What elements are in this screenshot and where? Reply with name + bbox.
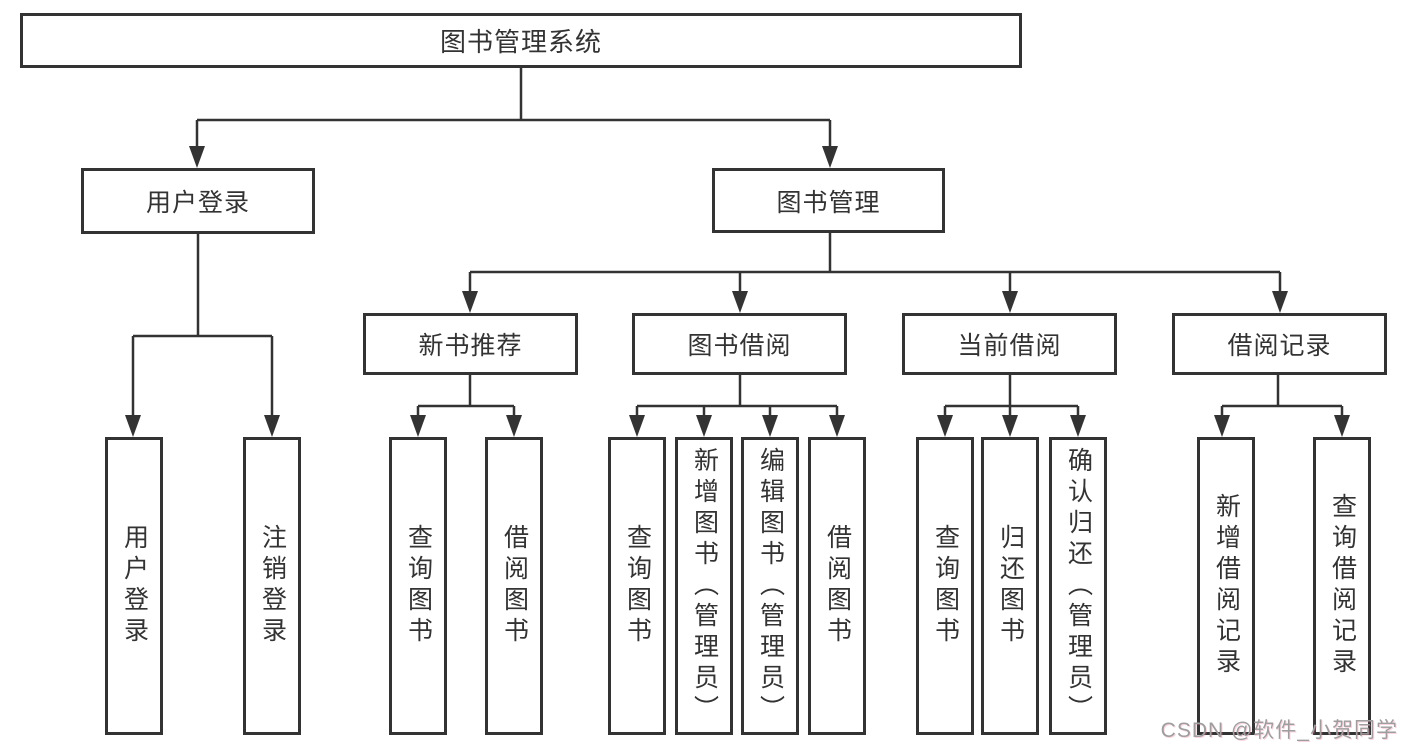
node-book-borrowing: 图书借阅	[632, 313, 847, 375]
leaf-logout: 注销登录	[243, 437, 301, 735]
node-label: 新书推荐	[418, 332, 523, 360]
leaf-user-login: 用户登录	[105, 437, 163, 735]
node-user-login: 用户登录	[81, 168, 315, 234]
node-book-management: 图书管理	[712, 168, 945, 233]
leaf-query-books-recommend: 查询图书	[389, 437, 447, 735]
node-label: 图书管理	[776, 188, 881, 217]
leaf-borrow-books-recommend: 借阅图书	[485, 437, 543, 735]
node-label: 查询图书	[623, 524, 652, 648]
node-label: 当前借阅	[957, 332, 1062, 360]
node-label: 确认归还（管理员）	[1064, 446, 1093, 726]
leaf-query-books-current: 查询图书	[916, 437, 974, 735]
node-label: 借阅记录	[1227, 332, 1332, 360]
leaf-query-books-borrow: 查询图书	[608, 437, 666, 735]
leaf-edit-books-admin: 编辑图书（管理员）	[741, 437, 799, 735]
node-label: 图书管理系统	[439, 27, 602, 57]
node-label: 图书借阅	[687, 332, 792, 360]
node-new-book-recommend: 新书推荐	[363, 313, 578, 375]
watermark: CSDN @软件_小贺同学	[1160, 719, 1398, 742]
node-label: 新增图书（管理员）	[690, 446, 719, 726]
node-label: 编辑图书（管理员）	[756, 446, 785, 726]
node-root-system: 图书管理系统	[20, 13, 1022, 68]
node-label: 注销登录	[258, 524, 287, 648]
leaf-borrow-books: 借阅图书	[808, 437, 866, 735]
leaf-return-books: 归还图书	[981, 437, 1039, 735]
node-label: 查询借阅记录	[1328, 493, 1357, 679]
node-label: 用户登录	[145, 189, 250, 217]
leaf-query-borrow-record: 查询借阅记录	[1313, 437, 1371, 735]
node-label: 新增借阅记录	[1212, 493, 1241, 679]
node-borrowing-records: 借阅记录	[1172, 313, 1387, 375]
arrowheads	[125, 146, 1350, 437]
leaf-add-books-admin: 新增图书（管理员）	[675, 437, 733, 735]
node-current-borrowing: 当前借阅	[902, 313, 1117, 375]
leaf-confirm-return-admin: 确认归还（管理员）	[1049, 437, 1107, 735]
node-label: 查询图书	[404, 524, 433, 648]
node-label: 用户登录	[120, 524, 149, 648]
node-label: 借阅图书	[500, 524, 529, 648]
node-label: 查询图书	[931, 524, 960, 648]
leaf-add-borrow-record: 新增借阅记录	[1197, 437, 1255, 735]
node-label: 借阅图书	[823, 524, 852, 648]
node-label: 归还图书	[996, 524, 1025, 648]
